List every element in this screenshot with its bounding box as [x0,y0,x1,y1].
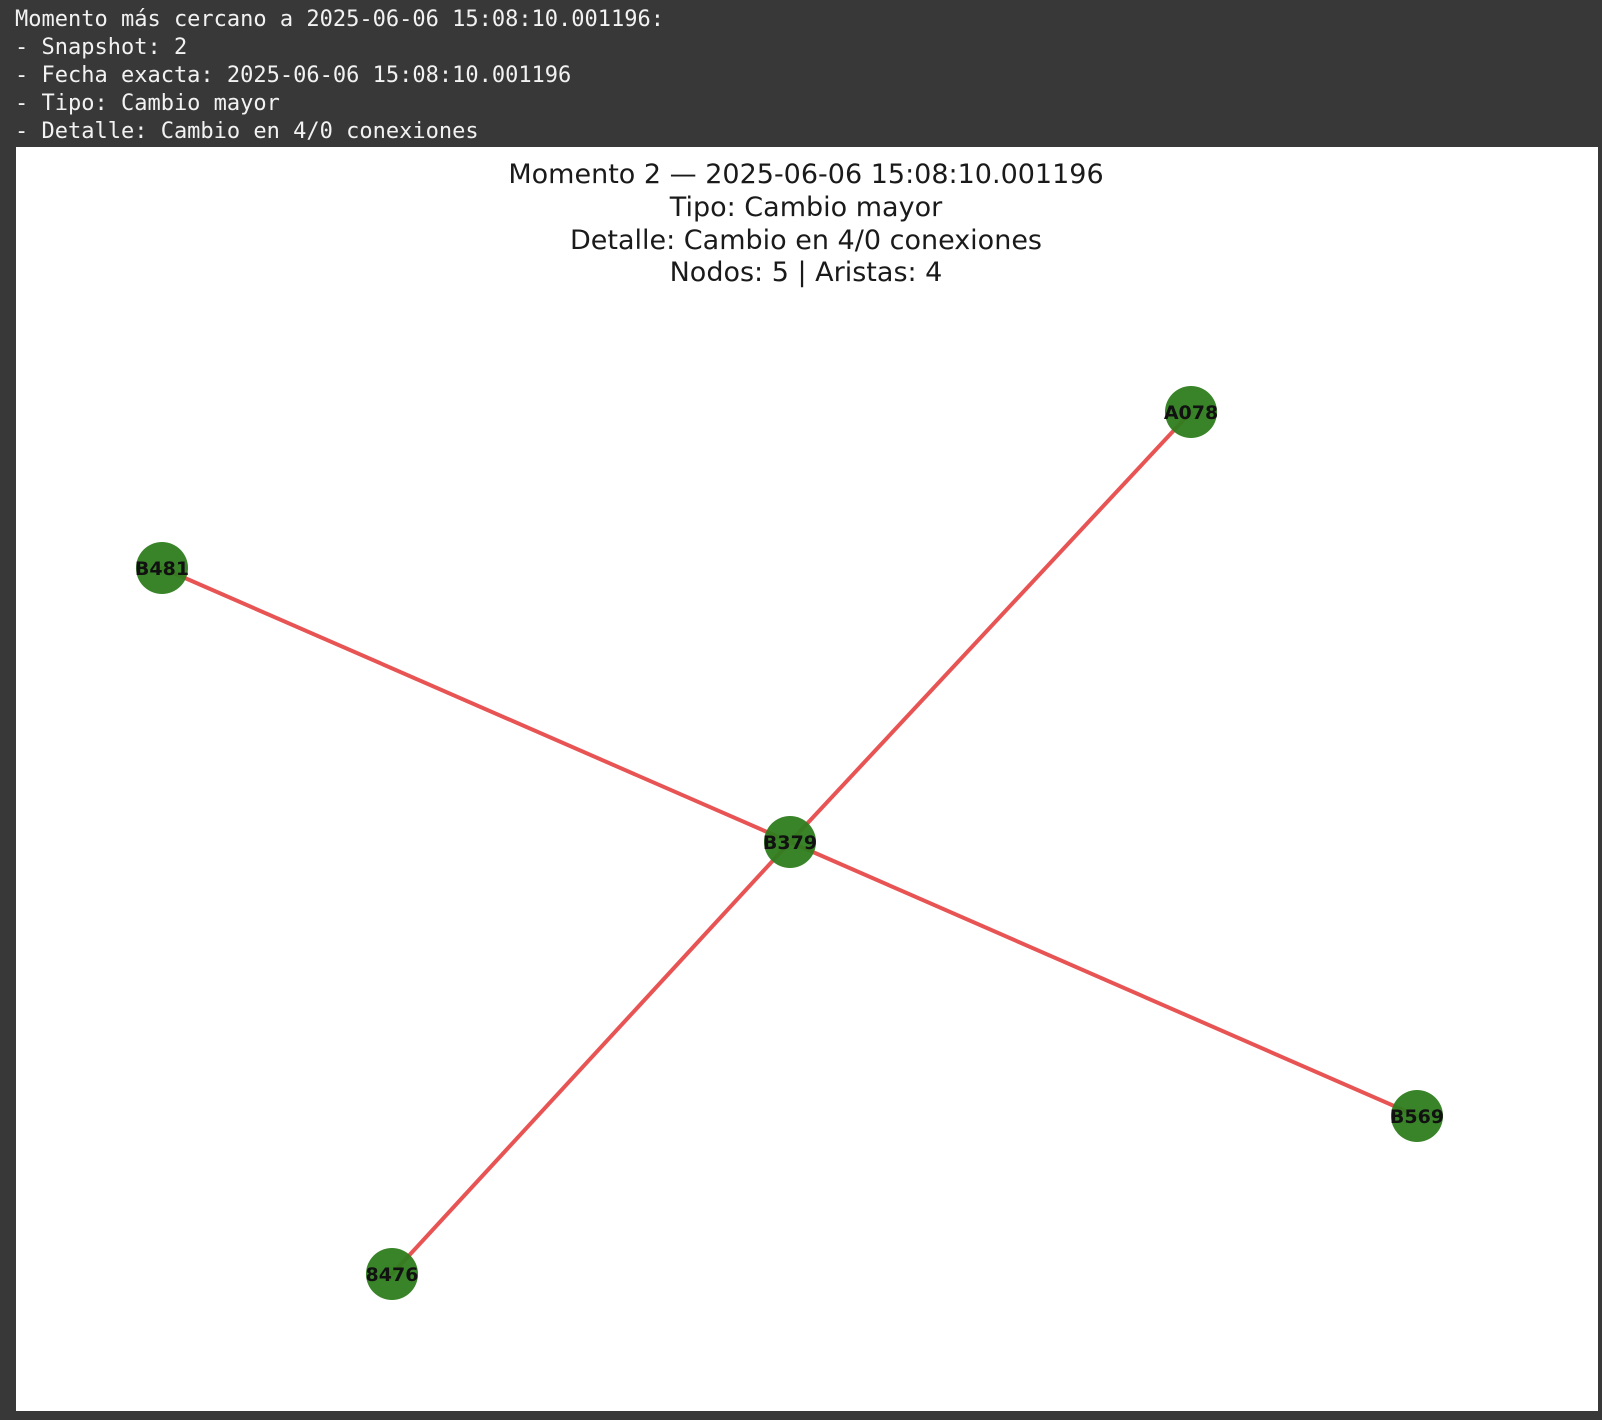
node-label: B379 [763,832,817,854]
node-circle [1165,386,1217,438]
figure-subtitle-counts: Nodos: 5 | Aristas: 4 [670,257,943,288]
edge-b379-8476 [390,840,792,1276]
node-8476: 8476 [366,1248,419,1300]
node-label: B569 [1390,1106,1444,1128]
node-circle [136,542,188,594]
edge-b379-b481 [160,566,792,844]
node-b569: B569 [1390,1090,1444,1142]
node-circle [764,816,816,868]
console-line: - Detalle: Cambio en 4/0 conexiones [15,119,479,144]
edge-b379-b569 [788,840,1419,1118]
node-a078: A078 [1164,386,1218,438]
console-line: - Fecha exacta: 2025-06-06 15:08:10.0011… [15,63,572,88]
edges-layer [160,410,1419,1276]
node-label: B481 [135,558,189,580]
figure-title: Momento 2 — 2025-06-06 15:08:10.001196 [508,159,1103,190]
node-label: 8476 [366,1264,419,1286]
figure-subtitle-detail: Detalle: Cambio en 4/0 conexiones [570,225,1042,256]
node-label: A078 [1164,402,1218,424]
console-output: Momento más cercano a 2025-06-06 15:08:1… [15,6,1585,146]
node-circle [1391,1090,1443,1142]
node-b481: B481 [135,542,189,594]
figure-subtitle-type: Tipo: Cambio mayor [669,192,943,223]
console-line: - Tipo: Cambio mayor [15,91,280,116]
console-line: - Snapshot: 2 [15,35,188,60]
network-graph: Momento 2 — 2025-06-06 15:08:10.001196 T… [135,159,1444,1300]
node-b379: B379 [763,816,817,868]
edge-b379-a078 [788,410,1193,844]
node-circle [366,1248,418,1300]
network-figure: Momento 2 — 2025-06-06 15:08:10.001196 T… [16,147,1598,1411]
console-line: Momento más cercano a 2025-06-06 15:08:1… [15,7,665,32]
